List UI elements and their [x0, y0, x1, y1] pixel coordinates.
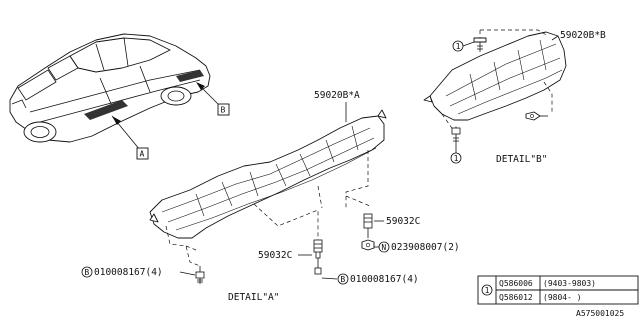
bolt-b-top: [473, 37, 487, 52]
detail-b-caption: DETAIL"B": [496, 154, 547, 165]
arrow-b-head: [196, 82, 205, 90]
table-row-1-part: Q586006: [499, 279, 533, 288]
nut-part-label: 023908007(2): [391, 242, 460, 253]
clip-upper: [363, 213, 373, 238]
shield-b-part-code: 59020B*B: [560, 30, 606, 41]
shield-a-right-attach: [345, 150, 369, 208]
diagram-code: A575001025: [576, 309, 624, 318]
callout-box-b: [217, 103, 230, 116]
bolt-b-top-marker-label: 1: [456, 42, 461, 51]
car-illustration: [9, 33, 211, 143]
clip-upper-label: 59032C: [386, 216, 420, 227]
callout-box-a: [136, 147, 149, 160]
nut-icon: [361, 239, 375, 251]
heat-shield-a: [149, 109, 387, 239]
shield-a-center-attach: [253, 203, 319, 240]
clip-lower: [313, 239, 323, 275]
bolt-b-bottom-marker-label: 1: [454, 154, 459, 163]
callout-a-label: A: [140, 150, 145, 159]
bolt-b-bottom: [451, 127, 461, 146]
bolt-b-right: [525, 111, 548, 121]
shield-a-part-code: 59020B*A: [314, 90, 360, 101]
table-row-2-part: Q586012: [499, 293, 533, 302]
table-marker: [481, 284, 493, 296]
bolt-right-marker: [337, 273, 349, 285]
bolt-left: [195, 271, 205, 284]
part-number-table: 1 Q586006 (9403-9803) Q586012 (9804- ): [477, 275, 639, 305]
car-shield-b-highlight: [176, 70, 204, 82]
bolt-right-label: 010008167(4): [350, 274, 419, 285]
table-marker-label: 1: [485, 286, 490, 295]
table-row-1-range: (9403-9803): [543, 279, 596, 288]
car-shield-a-highlight: [84, 100, 128, 120]
bolt-left-marker: [81, 266, 93, 278]
detail-a-caption: DETAIL"A": [228, 292, 279, 303]
arrow-a-head: [112, 116, 121, 125]
clip-lower-label: 59032C: [258, 250, 292, 261]
nut-marker-letter: N: [381, 243, 386, 252]
callout-b-label: B: [221, 106, 226, 115]
heat-shield-b: [423, 31, 567, 121]
table-row-2-range: (9804- ): [543, 293, 582, 302]
bolt-right-marker-letter: B: [340, 275, 345, 284]
bolt-left-marker-letter: B: [84, 268, 89, 277]
bolt-left-label: 010008167(4): [94, 267, 163, 278]
